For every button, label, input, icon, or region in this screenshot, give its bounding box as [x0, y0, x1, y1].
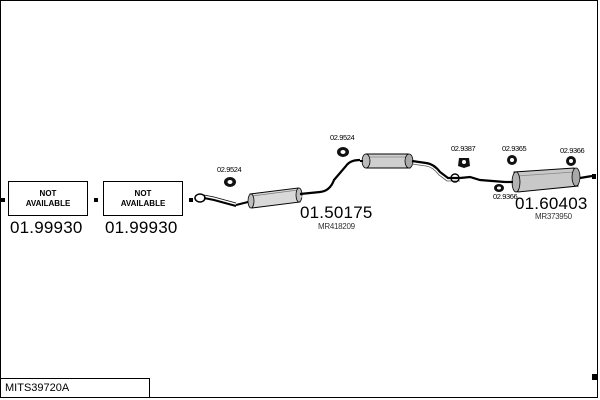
fitting-code-f5: 02.9366: [560, 146, 585, 155]
fitting-ring-f1: [224, 177, 236, 187]
resonator: [360, 153, 414, 169]
tail-pipe: [579, 174, 596, 180]
rear-muffler: [505, 167, 581, 193]
not-available-text: NOT: [134, 188, 152, 198]
fitting-hanger-f3: [458, 158, 470, 168]
fitting-code-f1: 02.9524: [217, 165, 242, 174]
not-available-text: AVAILABLE: [120, 198, 166, 208]
fitting-code-f3: 02.9387: [451, 144, 476, 153]
rear-muffler-ref: MR373950: [535, 212, 572, 221]
center-muffler: [247, 187, 303, 209]
fitting-ring-f6: [494, 184, 504, 192]
separator-mark: [1, 198, 5, 202]
fitting-ring-f5: [566, 156, 576, 166]
rear-connecting-pipe: [459, 175, 506, 184]
center-muffler-number: 01.50175: [300, 203, 373, 222]
center-muffler-ref: MR418209: [318, 222, 355, 231]
part-number-box-1: 01.99930: [10, 218, 83, 237]
not-available-box-1: NOT AVAILABLE: [8, 181, 88, 216]
front-connector: [194, 193, 237, 207]
rear-muffler-number: 01.60403: [515, 194, 588, 213]
kit-title: MITS39720A: [0, 378, 150, 398]
separator-mark: [189, 198, 193, 202]
fitting-code-f4: 02.9365: [502, 144, 527, 153]
part-number-box-2: 01.99930: [105, 218, 178, 237]
fitting-code-f6: 02.9366: [493, 192, 518, 201]
pipe-clamp: [450, 173, 460, 183]
intermediate-pipe: [299, 158, 361, 198]
not-available-text: AVAILABLE: [25, 198, 71, 208]
fitting-code-f2: 02.9524: [330, 133, 355, 142]
separator-mark: [94, 198, 98, 202]
not-available-text: NOT: [39, 188, 57, 198]
rear-pipe: [411, 159, 460, 182]
fitting-ring-f4: [507, 155, 517, 165]
corner-mark: [592, 374, 597, 380]
not-available-box-2: NOT AVAILABLE: [103, 181, 183, 216]
fitting-ring-f2: [337, 147, 349, 157]
